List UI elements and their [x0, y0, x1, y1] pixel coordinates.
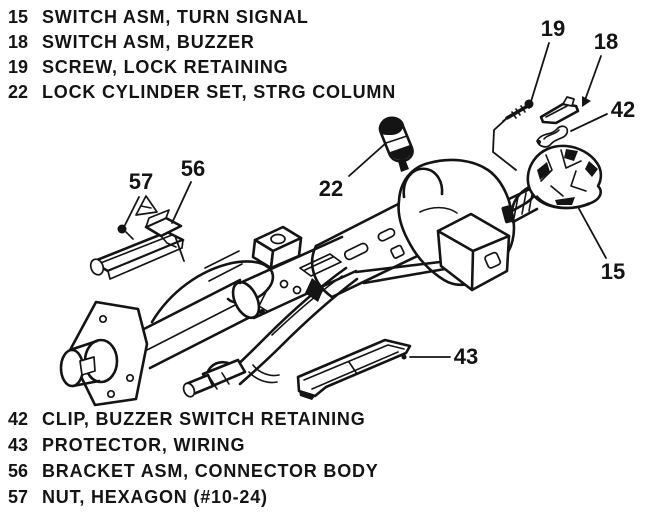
- legend-item-43: 43 PROTECTOR, WIRING: [8, 432, 379, 458]
- connector-body: [436, 212, 511, 292]
- legend-num: 56: [8, 461, 29, 481]
- legend-item-15: 15 SWITCH ASM, TURN SIGNAL: [8, 5, 396, 30]
- legend-label: SCREW, LOCK RETAINING: [42, 57, 289, 77]
- callout-labels: 19 18 42 22 57 56 15 43: [129, 16, 635, 369]
- turn-signal-switch-part: [510, 144, 603, 213]
- legend-item-19: 19 SCREW, LOCK RETAINING: [8, 55, 396, 80]
- legend-num: 18: [8, 32, 29, 52]
- callout-18: 18: [594, 29, 618, 54]
- legend-label: NUT, HEXAGON (#10-24): [42, 487, 268, 507]
- legend-item-56: 56 BRACKET ASM, CONNECTOR BODY: [8, 458, 379, 484]
- leader-lines: [124, 42, 608, 358]
- legend-num: 22: [8, 82, 29, 102]
- callout-15: 15: [601, 259, 625, 284]
- leader-15: [577, 206, 607, 259]
- legend-num: 57: [8, 487, 29, 507]
- mounting-plate: [59, 300, 149, 407]
- jacket-assembly: [204, 225, 358, 320]
- leader-42: [570, 113, 608, 132]
- wiring-harness: [182, 266, 359, 398]
- callout-19: 19: [541, 16, 565, 41]
- lock-cylinder-part: [378, 116, 414, 172]
- callout-57: 57: [129, 169, 153, 194]
- legend-num: 19: [8, 57, 29, 77]
- legend-label: PROTECTOR, WIRING: [42, 435, 246, 455]
- lock-retaining-screw-part: [492, 99, 534, 171]
- legend-top: 15 SWITCH ASM, TURN SIGNAL 18 SWITCH ASM…: [8, 5, 396, 105]
- leader-22: [348, 142, 387, 177]
- leader-19: [528, 42, 550, 109]
- buzzer-clip-part: [536, 125, 569, 148]
- leader-56: [171, 181, 192, 262]
- upper-column-tube: [310, 196, 434, 299]
- legend-item-18: 18 SWITCH ASM, BUZZER: [8, 30, 396, 55]
- legend-num: 15: [8, 7, 29, 27]
- connector-bracket-part: [89, 195, 185, 280]
- callout-22: 22: [319, 176, 343, 201]
- legend-label: BRACKET ASM, CONNECTOR BODY: [42, 461, 379, 481]
- legend-label: SWITCH ASM, TURN SIGNAL: [42, 7, 309, 27]
- callout-42: 42: [611, 97, 635, 122]
- legend-bottom: 42 CLIP, BUZZER SWITCH RETAINING 43 PROT…: [8, 406, 379, 510]
- legend-num: 43: [8, 435, 29, 455]
- buzzer-switch-part: [539, 96, 591, 125]
- legend-item-57: 57 NUT, HEXAGON (#10-24): [8, 484, 379, 510]
- legend-num: 42: [8, 409, 29, 429]
- leader-57: [124, 196, 140, 226]
- legend-label: SWITCH ASM, BUZZER: [42, 32, 255, 52]
- callout-56: 56: [181, 156, 205, 181]
- leader-18: [584, 55, 602, 101]
- wiring-protector-part: [296, 338, 412, 400]
- legend-label: CLIP, BUZZER SWITCH RETAINING: [42, 409, 366, 429]
- legend-item-42: 42 CLIP, BUZZER SWITCH RETAINING: [8, 406, 379, 432]
- hex-nut-part: [117, 224, 134, 240]
- legend-label: LOCK CYLINDER SET, STRG COLUMN: [42, 82, 397, 102]
- legend-item-22: 22 LOCK CYLINDER SET, STRG COLUMN: [8, 80, 396, 105]
- callout-43: 43: [454, 344, 478, 369]
